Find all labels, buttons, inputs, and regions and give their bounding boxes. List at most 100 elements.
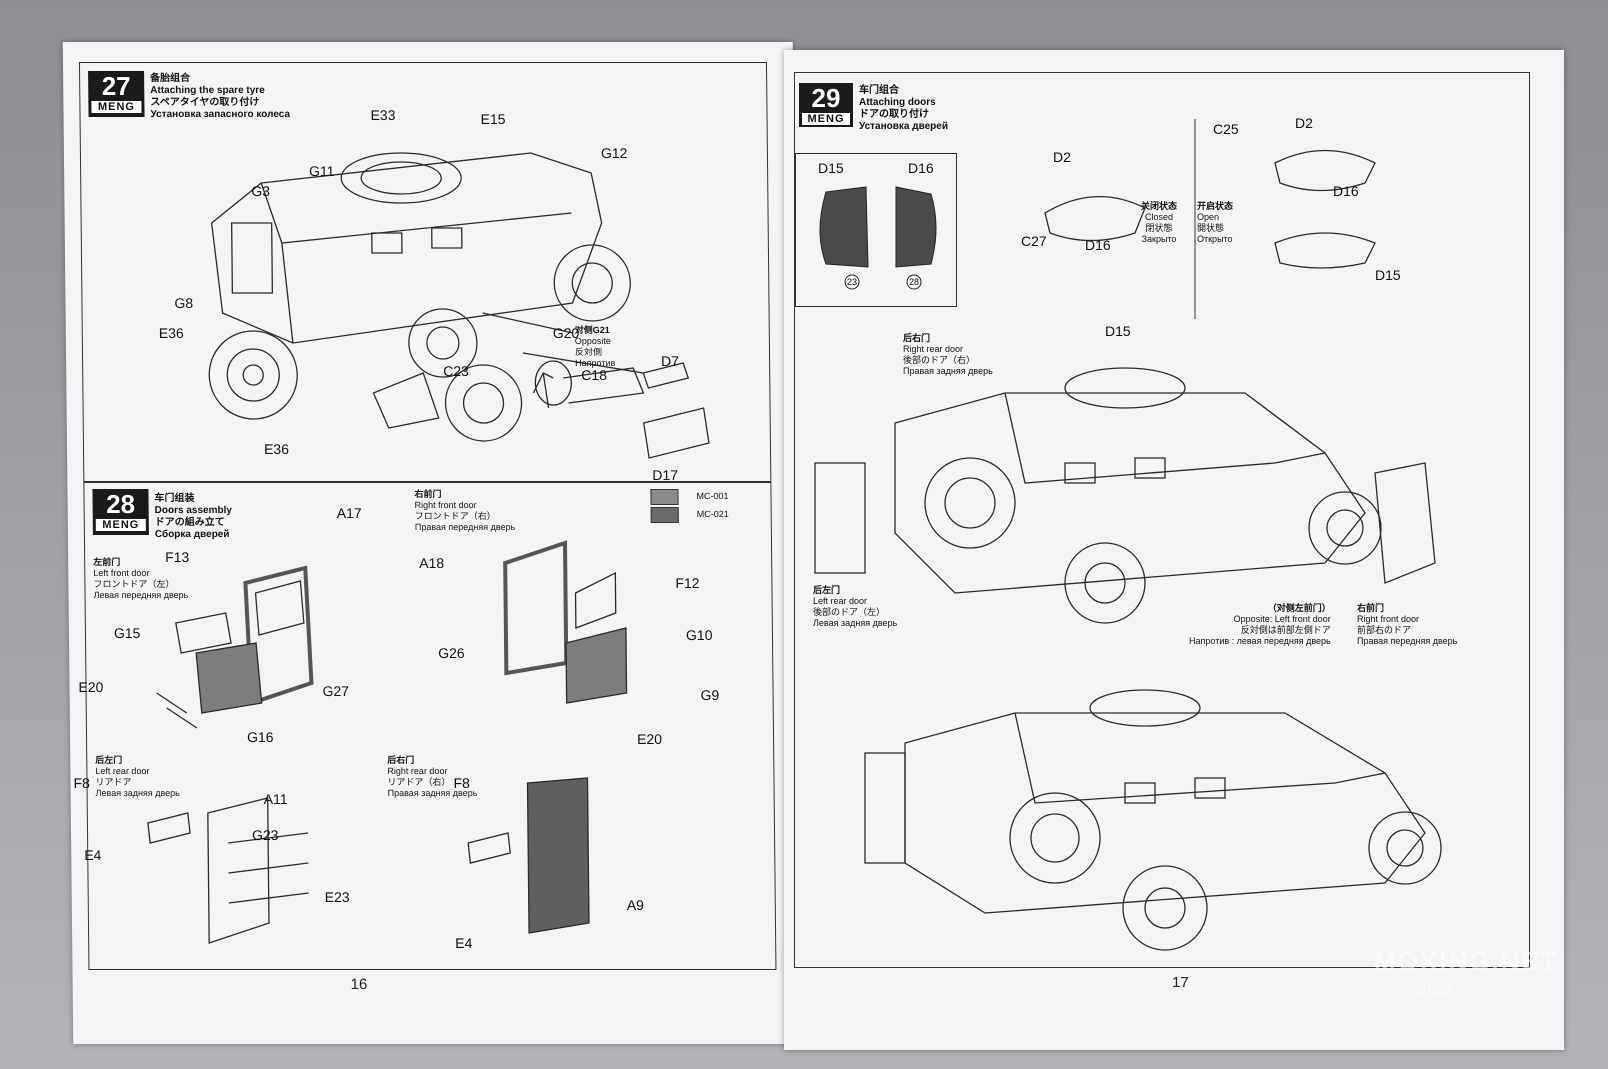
part-label: G15	[113, 625, 141, 641]
en: Right rear door	[387, 766, 448, 776]
ja: 後部のドア（右）	[903, 355, 976, 365]
part-label: G11	[309, 163, 335, 179]
part-label: D16	[1333, 183, 1359, 199]
ja: フロントドア（右）	[414, 511, 496, 521]
part-label: A11	[263, 791, 288, 807]
step-number-text: 29	[811, 83, 841, 113]
part-label: G10	[685, 627, 713, 643]
title-ja: ドアの取り付け	[859, 109, 929, 120]
ru: Правая передняя дверь	[414, 522, 516, 532]
en: Left rear door	[813, 596, 868, 606]
divider-line	[1194, 119, 1196, 319]
brand-logo: MENG	[91, 101, 142, 113]
hatch-closed-label: 关闭状态 Closed 閉状態 Закрыто	[1141, 201, 1177, 245]
part-label: D15	[818, 160, 844, 176]
part-label: D2	[1053, 149, 1071, 165]
left-rear-door-illustration	[147, 797, 309, 944]
ja: 後部のドア（左）	[813, 607, 886, 617]
hatch-closed-illustration	[1044, 195, 1146, 242]
part-label: F8	[453, 775, 470, 791]
right-rear-door-illustration	[467, 777, 590, 934]
en: Right front door	[414, 500, 477, 510]
ru: Правая задняя дверь	[903, 366, 993, 376]
part-label: C23	[443, 363, 469, 379]
left-front-door-illustration	[156, 565, 314, 729]
title-en: Attaching the spare tyre	[150, 85, 265, 96]
title-en: Doors assembly	[154, 505, 232, 516]
part-label: A18	[419, 555, 445, 571]
part-label: F8	[73, 775, 90, 791]
title-ru: Установка дверей	[859, 121, 948, 132]
title-ja: ドアの組み立て	[154, 517, 225, 528]
en: Closed	[1145, 212, 1174, 222]
part-label: E36	[263, 441, 290, 457]
note-en: Opposite	[574, 336, 611, 346]
hatch-open-label: 开启状态 Open 開状態 Открыто	[1197, 201, 1233, 245]
tyre-assembly-illustration	[372, 360, 710, 459]
zh: 后右门	[387, 755, 415, 765]
part-label: E33	[370, 107, 396, 123]
ja: リアドア（右）	[387, 777, 451, 787]
zh: 右前门	[414, 489, 442, 499]
part-label: C18	[581, 367, 608, 383]
part-label: G27	[322, 683, 350, 699]
ru: Левая задняя дверь	[813, 618, 898, 628]
watermark-sub: 模型网	[1414, 983, 1454, 998]
part-label: F13	[165, 549, 190, 565]
vehicle-rear-illustration	[210, 152, 644, 378]
vehicle-assembled-illustration	[864, 689, 1442, 951]
en: Right rear door	[903, 344, 964, 354]
zh: （对侧左前门）	[1267, 603, 1331, 613]
ru: Закрыто	[1141, 234, 1177, 244]
step-number-text: 27	[101, 71, 131, 101]
vehicle-doors-open-illustration	[814, 367, 1436, 624]
step-28-panel: 28 MENG 车门组装 Doors assembly ドアの組み立て Сбор…	[73, 482, 777, 970]
step-28-number: 28 MENG	[92, 489, 149, 535]
right-front-door-illustration	[503, 540, 628, 704]
ru: Правая передняя дверь	[1357, 636, 1458, 646]
part-label: A17	[336, 505, 362, 521]
part-label: E36	[158, 325, 184, 341]
step-27-number: 27 MENG	[88, 71, 145, 117]
page-number-left: 16	[350, 976, 368, 993]
step-29-panel: 29 MENG 车门组合 Attaching doors ドアの取り付け Уст…	[794, 72, 1530, 968]
part-label: E4	[455, 935, 473, 951]
label-opposite-left-front-door: （对侧左前门） Opposite: Left front door 反対側は前部…	[1189, 603, 1331, 647]
page-number-right: 17	[1172, 974, 1189, 991]
label-right-rear-door: 后右门 Right rear door 後部のドア（右） Правая задн…	[903, 333, 993, 377]
part-label: E20	[636, 731, 663, 747]
en: Open	[1197, 212, 1220, 222]
part-label: E15	[480, 111, 506, 127]
title-ja: スペアタイヤの取り付け	[150, 97, 260, 108]
note-ja: 反対側	[574, 347, 603, 357]
part-label: C27	[1021, 233, 1047, 249]
part-label: G9	[700, 687, 720, 703]
part-label: E20	[78, 679, 104, 695]
part-label: C25	[1213, 121, 1239, 137]
zh: 左前门	[93, 557, 121, 567]
title-zh: 车门组装	[154, 493, 195, 504]
note-zh: 对侧G21	[574, 325, 610, 335]
manual-page-right: 29 MENG 车门组合 Attaching doors ドアの取り付け Уст…	[784, 50, 1564, 1050]
part-label: D2	[1295, 115, 1313, 131]
en: Left rear door	[95, 766, 150, 776]
zh: 后左门	[813, 585, 841, 595]
zh: 关闭状态	[1141, 201, 1178, 211]
part-label: G3	[251, 183, 271, 199]
hatch-open-illustration	[1274, 149, 1376, 269]
camo-inset-panel: D15 D16 23 28	[795, 153, 957, 307]
part-label: D15	[1105, 323, 1131, 339]
camo-panels-illustration	[819, 186, 937, 290]
title-ru: Сборка дверей	[154, 529, 230, 540]
part-label: E4	[84, 847, 102, 863]
label-right-front-door: 右前门 Right front door フロントドア（右） Правая пе…	[414, 489, 515, 533]
paint-swatch	[650, 507, 679, 523]
step-29-title: 车门组合 Attaching doors ドアの取り付け Установка д…	[859, 85, 948, 133]
en: Opposite: Left front door	[1233, 614, 1331, 624]
zh: 右前门	[1357, 603, 1385, 613]
paint-swatch	[650, 489, 679, 505]
label-right-front-door: 右前门 Right front door 前部右のドア Правая перед…	[1357, 603, 1457, 647]
manual-page-left: 27 MENG 备胎组合 Attaching the spare tyre スペ…	[62, 42, 804, 1044]
step-28-title: 车门组装 Doors assembly ドアの組み立て Сборка двере…	[154, 493, 232, 541]
camo-mark: 28	[909, 277, 920, 287]
